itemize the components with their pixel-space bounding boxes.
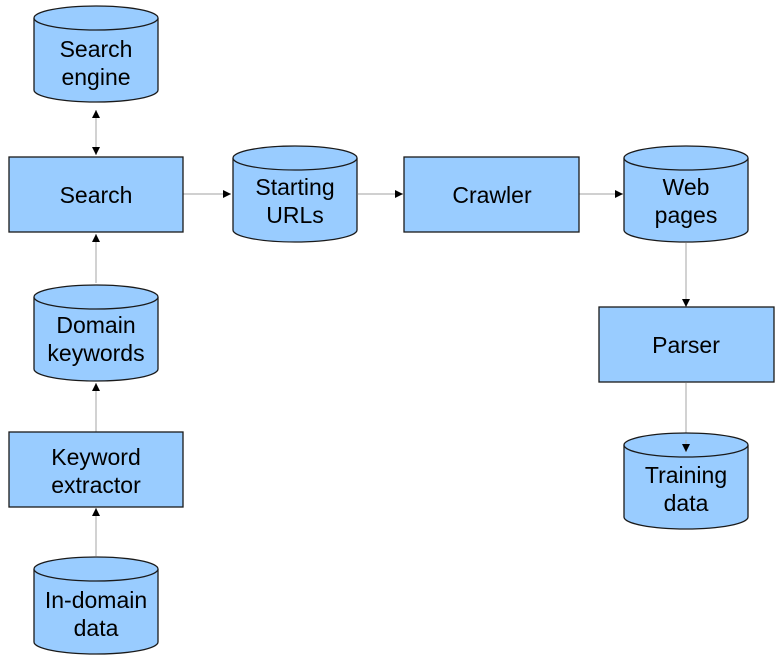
crawler-box: Crawler <box>403 156 580 233</box>
search-engine-label-line2: engine <box>61 64 130 90</box>
web-pages-label-line1: Web <box>663 174 710 200</box>
keyword-extractor-label-line2: extractor <box>51 472 141 498</box>
in-domain-data-db: In-domain data <box>33 556 159 655</box>
starting-urls-label-line2: URLs <box>266 202 324 228</box>
domain-keywords-db: Domain keywords <box>33 284 159 382</box>
crawler-label: Crawler <box>452 182 532 208</box>
domain-keywords-label-line2: keywords <box>47 340 144 366</box>
parser-label: Parser <box>652 332 720 358</box>
web-pages-label-line2: pages <box>655 202 718 228</box>
search-engine-db: Search engine <box>33 5 159 103</box>
in-domain-data-label-line2: data <box>74 615 119 641</box>
training-data-db: Training data <box>623 432 749 530</box>
domain-keywords-label-line1: Domain <box>56 312 135 338</box>
keyword-extractor-box: Keyword extractor <box>8 431 184 508</box>
search-engine-label-line1: Search <box>60 36 133 62</box>
search-label: Search <box>60 182 133 208</box>
web-pages-db: Web pages <box>623 145 749 243</box>
starting-urls-label-line1: Starting <box>255 174 334 200</box>
keyword-extractor-label-line1: Keyword <box>51 444 140 470</box>
in-domain-data-label-line1: In-domain <box>45 587 147 613</box>
search-box: Search <box>8 156 184 233</box>
connectors <box>92 110 690 556</box>
training-data-label-line1: Training <box>645 462 727 488</box>
starting-urls-db: Starting URLs <box>232 145 358 243</box>
parser-box: Parser <box>598 306 775 383</box>
training-data-label-line2: data <box>664 490 709 516</box>
